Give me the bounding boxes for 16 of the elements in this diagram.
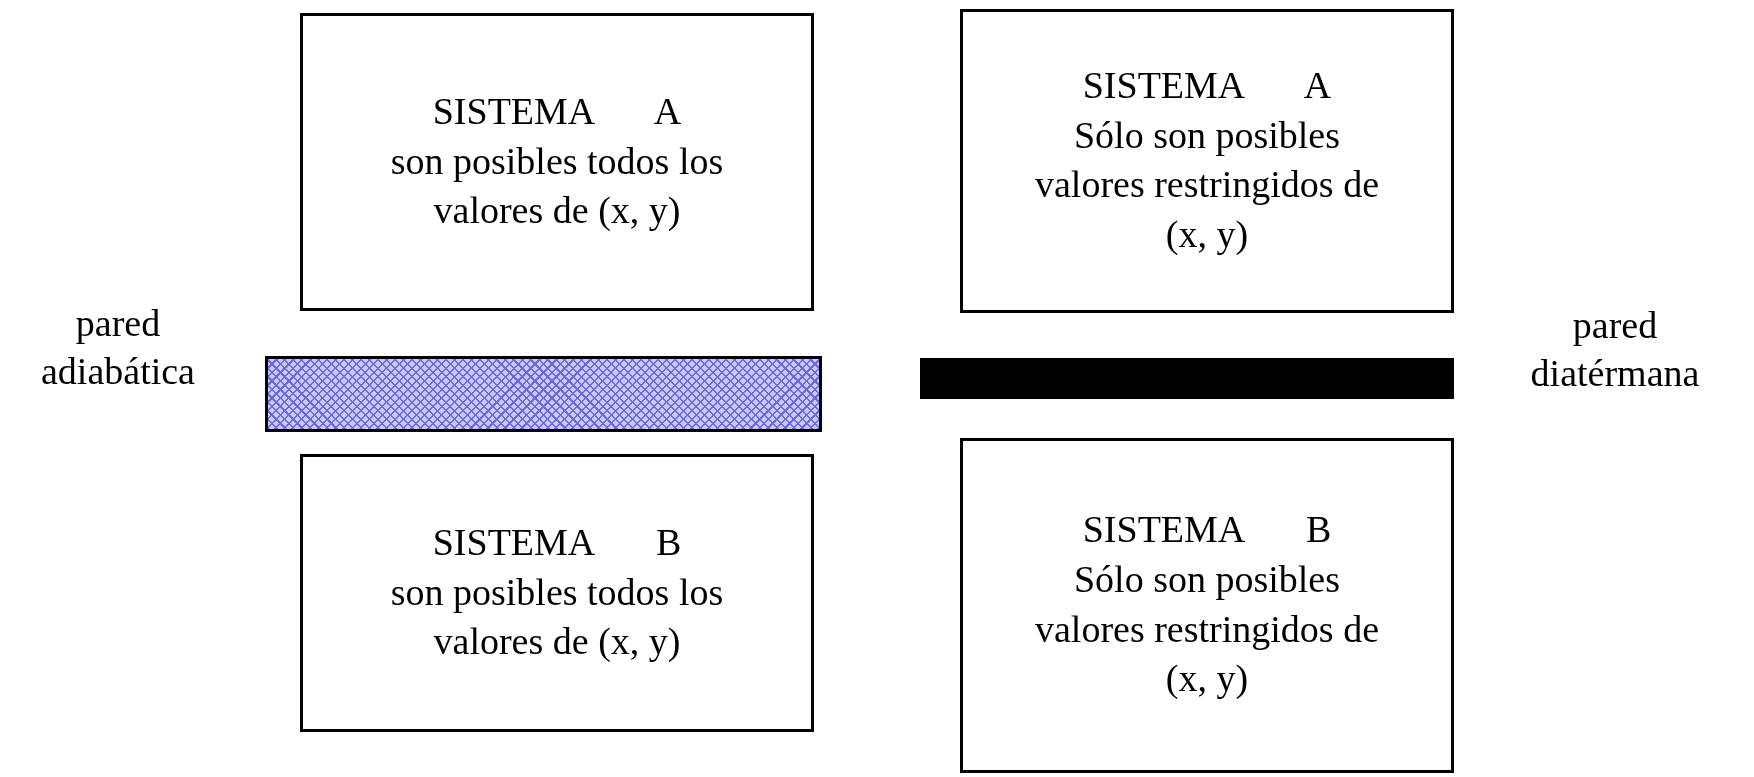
box-text: son posibles todos los valores de (x, y) — [389, 569, 725, 664]
box-text: son posibles todos los valores de (x, y) — [389, 138, 725, 233]
box-heading: SISTEMA A — [1082, 62, 1332, 107]
box-heading: SISTEMA B — [1082, 507, 1332, 552]
box-heading: SISTEMA B — [432, 519, 682, 564]
system-box — [300, 454, 814, 732]
box-text: Sólo son posibles valores restringidos de (x, y) — [1034, 557, 1380, 702]
system-box — [300, 13, 814, 311]
wall-label: pared adiabática — [40, 301, 196, 394]
box-heading: SISTEMA A — [432, 88, 682, 133]
system-box — [960, 438, 1454, 773]
wall-bar — [920, 358, 1454, 399]
box-text: Sólo son posibles valores restringidos de (x, y) — [1034, 112, 1380, 257]
hatched-wall-bar — [265, 356, 822, 432]
system-box — [960, 9, 1454, 313]
wall-label: pared diatérmana — [1529, 303, 1701, 396]
